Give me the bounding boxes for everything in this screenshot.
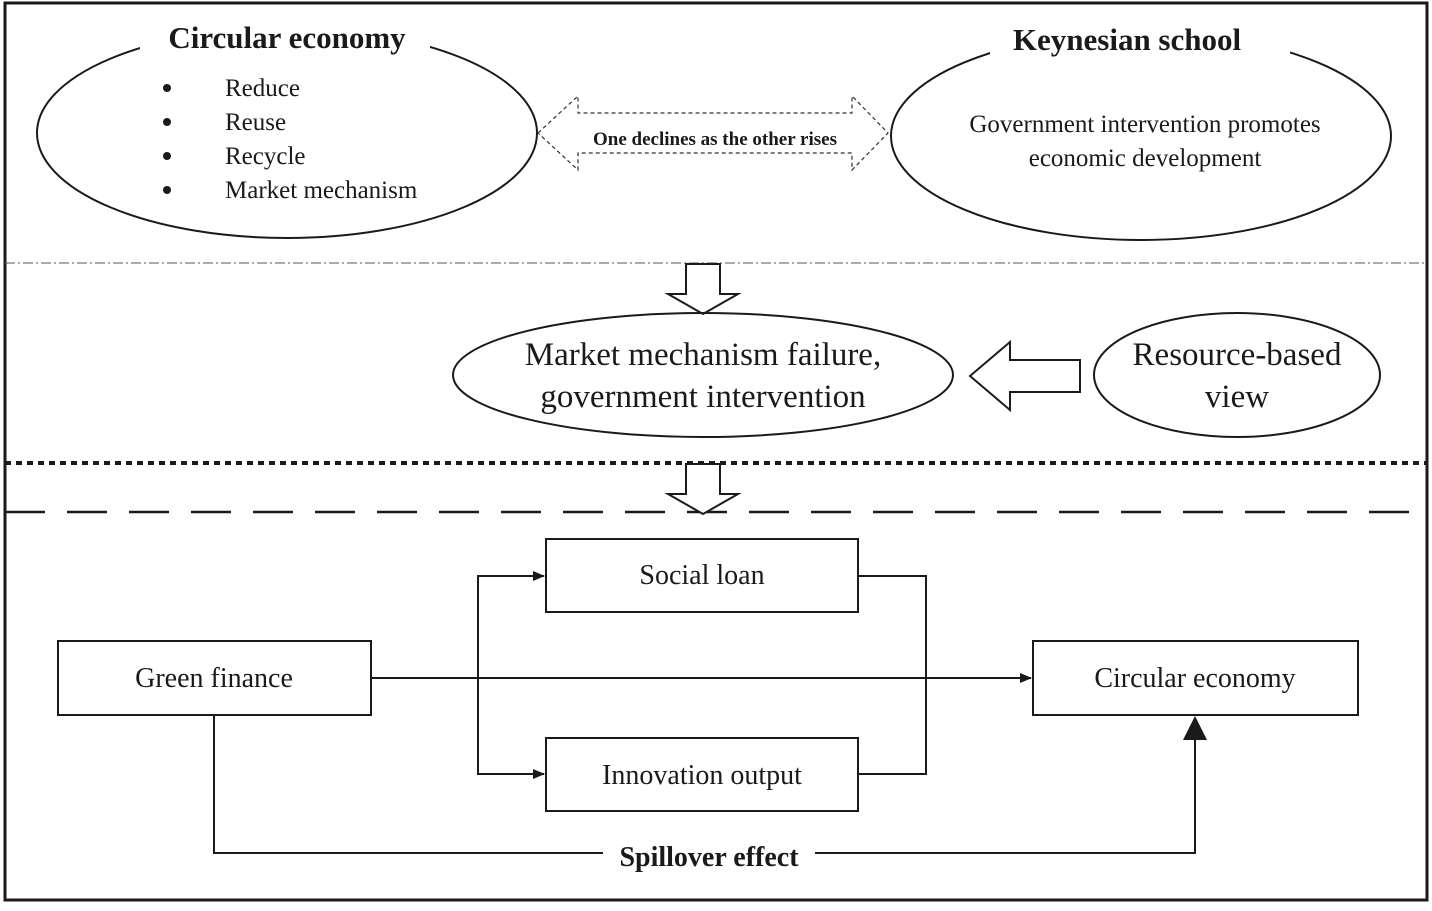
circular-economy-title: Circular economy — [168, 20, 406, 55]
keynesian-ellipse — [890, 20, 1392, 241]
circular-economy-label: Circular economy — [1094, 663, 1295, 694]
bullet-reuse: Reuse — [225, 109, 286, 136]
keynesian-line-1: Government intervention promotes — [969, 111, 1320, 138]
down-arrow-icon — [664, 263, 742, 316]
resource-view-ellipse — [1093, 312, 1381, 438]
left-arrow-icon — [968, 339, 1081, 413]
bullet-recycle: Recycle — [225, 143, 306, 170]
market-failure-ellipse — [452, 312, 954, 438]
green-finance-label: Green finance — [135, 663, 293, 694]
bullet-dot — [163, 186, 171, 194]
bullet-list: Reduce Reuse Recycle Market mechanism — [163, 75, 418, 204]
resource-view-line-1: Resource-based — [1133, 337, 1342, 373]
bullet-market-mechanism: Market mechanism — [225, 177, 418, 204]
spillover-arrowhead-icon — [1183, 716, 1207, 740]
spillover-label: Spillover effect — [619, 842, 799, 873]
double-arrow-icon — [537, 94, 889, 172]
bullet-dot — [163, 84, 171, 92]
market-failure-line-1: Market mechanism failure, — [525, 337, 881, 373]
social-loan-label: Social loan — [639, 560, 764, 591]
market-failure-line-2: government intervention — [540, 379, 865, 415]
bullet-dot — [163, 118, 171, 126]
relation-label: One declines as the other rises — [593, 129, 837, 150]
outer-frame — [3, 1, 1429, 902]
circular-economy-ellipse — [36, 18, 538, 239]
innovation-output-label: Innovation output — [602, 760, 802, 791]
mediator-bracket-left — [477, 575, 544, 775]
spillover-label-bg — [603, 838, 815, 870]
resource-view-line-2: view — [1205, 379, 1269, 415]
mediator-bracket-right — [858, 575, 927, 775]
down-arrow-icon — [664, 463, 742, 516]
bullet-reduce: Reduce — [225, 75, 300, 102]
keynesian-title: Keynesian school — [1013, 22, 1242, 57]
circular-economy-box — [1032, 640, 1359, 716]
keynesian-line-2: economic development — [1029, 145, 1262, 172]
bullet-dot — [163, 152, 171, 160]
